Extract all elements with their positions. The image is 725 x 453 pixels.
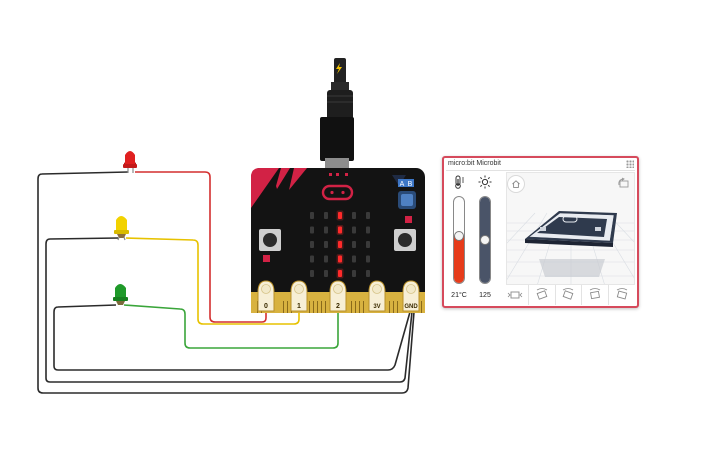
pin-label: GND bbox=[404, 304, 418, 310]
wire-red[interactable] bbox=[135, 171, 267, 323]
face-up-icon bbox=[590, 288, 601, 300]
drag-handle-icon[interactable] bbox=[626, 160, 634, 168]
matrix-led-off bbox=[310, 226, 314, 234]
matrix-led-off bbox=[352, 255, 356, 263]
matrix-led-on bbox=[338, 226, 342, 234]
rotate-view-icon[interactable] bbox=[616, 176, 632, 192]
svg-text:B: B bbox=[408, 181, 413, 188]
usb-cable[interactable] bbox=[320, 58, 354, 170]
wire-yellow[interactable] bbox=[125, 237, 300, 325]
pin-label: 2 bbox=[336, 303, 340, 310]
matrix-led-off bbox=[324, 270, 328, 277]
pin-1[interactable]: 1 bbox=[290, 280, 308, 312]
wire-ground-red bbox=[37, 171, 415, 394]
lightning-icon bbox=[336, 63, 342, 74]
shake-gesture-icon bbox=[507, 291, 523, 299]
microbit-simulator-panel[interactable]: micro:bit Microbit 21°C bbox=[442, 156, 639, 308]
panel-title: micro:bit Microbit bbox=[448, 160, 501, 167]
pin-gnd[interactable]: GND bbox=[402, 280, 420, 312]
wire-green[interactable] bbox=[123, 302, 339, 349]
gesture-button[interactable] bbox=[527, 285, 555, 305]
matrix-led-off bbox=[310, 255, 314, 263]
pin-label: 0 bbox=[264, 303, 268, 310]
temperature-slider-knob[interactable] bbox=[454, 231, 464, 241]
matrix-led-off bbox=[352, 226, 356, 234]
tilt-left-icon bbox=[536, 288, 548, 300]
led-red-dome bbox=[125, 151, 135, 165]
light-slider[interactable] bbox=[479, 196, 491, 284]
matrix-led-on bbox=[338, 270, 342, 277]
pin-2[interactable]: 2 bbox=[329, 280, 347, 312]
face-down-icon bbox=[616, 288, 628, 300]
thermometer-icon bbox=[452, 175, 466, 189]
microbit-board[interactable]: A B bbox=[251, 168, 425, 313]
matrix-led-off bbox=[324, 212, 328, 219]
pin-3v[interactable]: 3V bbox=[368, 280, 386, 312]
gesture-button[interactable] bbox=[608, 285, 635, 305]
matrix-led-off bbox=[352, 241, 356, 248]
matrix-led-off bbox=[324, 255, 328, 263]
matrix-led-off bbox=[366, 270, 370, 277]
matrix-led-off bbox=[352, 212, 356, 219]
button-a[interactable] bbox=[259, 229, 281, 251]
gesture-button[interactable] bbox=[554, 285, 582, 305]
svg-text:A: A bbox=[400, 181, 405, 188]
gesture-toolbar bbox=[502, 285, 635, 305]
wire-ground-green bbox=[53, 304, 411, 371]
matrix-led-on bbox=[338, 241, 342, 248]
matrix-led-off bbox=[324, 226, 328, 234]
ground-wires[interactable] bbox=[37, 171, 415, 394]
light-value: 125 bbox=[479, 292, 491, 299]
button-b-icon: B bbox=[406, 179, 414, 188]
matrix-led-off bbox=[324, 241, 328, 248]
button-a-icon: A bbox=[398, 179, 406, 188]
board-shadow bbox=[539, 259, 605, 277]
title-divider bbox=[446, 170, 635, 171]
matrix-led-off bbox=[366, 241, 370, 248]
temperature-slider-fill bbox=[454, 236, 464, 283]
home-icon bbox=[512, 180, 520, 188]
board-3d-view[interactable] bbox=[506, 172, 635, 285]
tilt-right-icon bbox=[563, 288, 574, 300]
pin-0[interactable]: 0 bbox=[257, 280, 275, 312]
led-matrix bbox=[310, 210, 370, 279]
led-red[interactable] bbox=[123, 151, 137, 173]
pin-label: 1 bbox=[297, 303, 301, 310]
led-yellow-dome bbox=[116, 216, 127, 231]
gesture-button[interactable] bbox=[581, 285, 608, 305]
temperature-slider[interactable] bbox=[453, 196, 465, 284]
sun-icon bbox=[478, 175, 492, 189]
pin-label: 3V bbox=[373, 304, 380, 310]
board-3d-model bbox=[525, 211, 617, 247]
matrix-led-on bbox=[338, 212, 342, 219]
wire-ground-yellow bbox=[45, 237, 413, 383]
led-green-dome bbox=[115, 284, 126, 298]
matrix-led-off bbox=[366, 212, 370, 219]
matrix-led-off bbox=[366, 255, 370, 263]
matrix-led-off bbox=[310, 212, 314, 219]
led-yellow[interactable] bbox=[114, 216, 129, 241]
gesture-button[interactable] bbox=[502, 285, 528, 305]
matrix-led-off bbox=[352, 270, 356, 277]
button-b[interactable] bbox=[394, 229, 416, 251]
home-button[interactable] bbox=[507, 175, 525, 193]
matrix-led-off bbox=[366, 226, 370, 234]
light-slider-knob[interactable] bbox=[480, 235, 490, 245]
matrix-led-off bbox=[310, 241, 314, 248]
microbit-logo bbox=[321, 184, 354, 201]
matrix-led-on bbox=[338, 255, 342, 263]
led-green[interactable] bbox=[113, 284, 128, 305]
temperature-value: 21°C bbox=[451, 292, 467, 299]
matrix-led-off bbox=[310, 270, 314, 277]
